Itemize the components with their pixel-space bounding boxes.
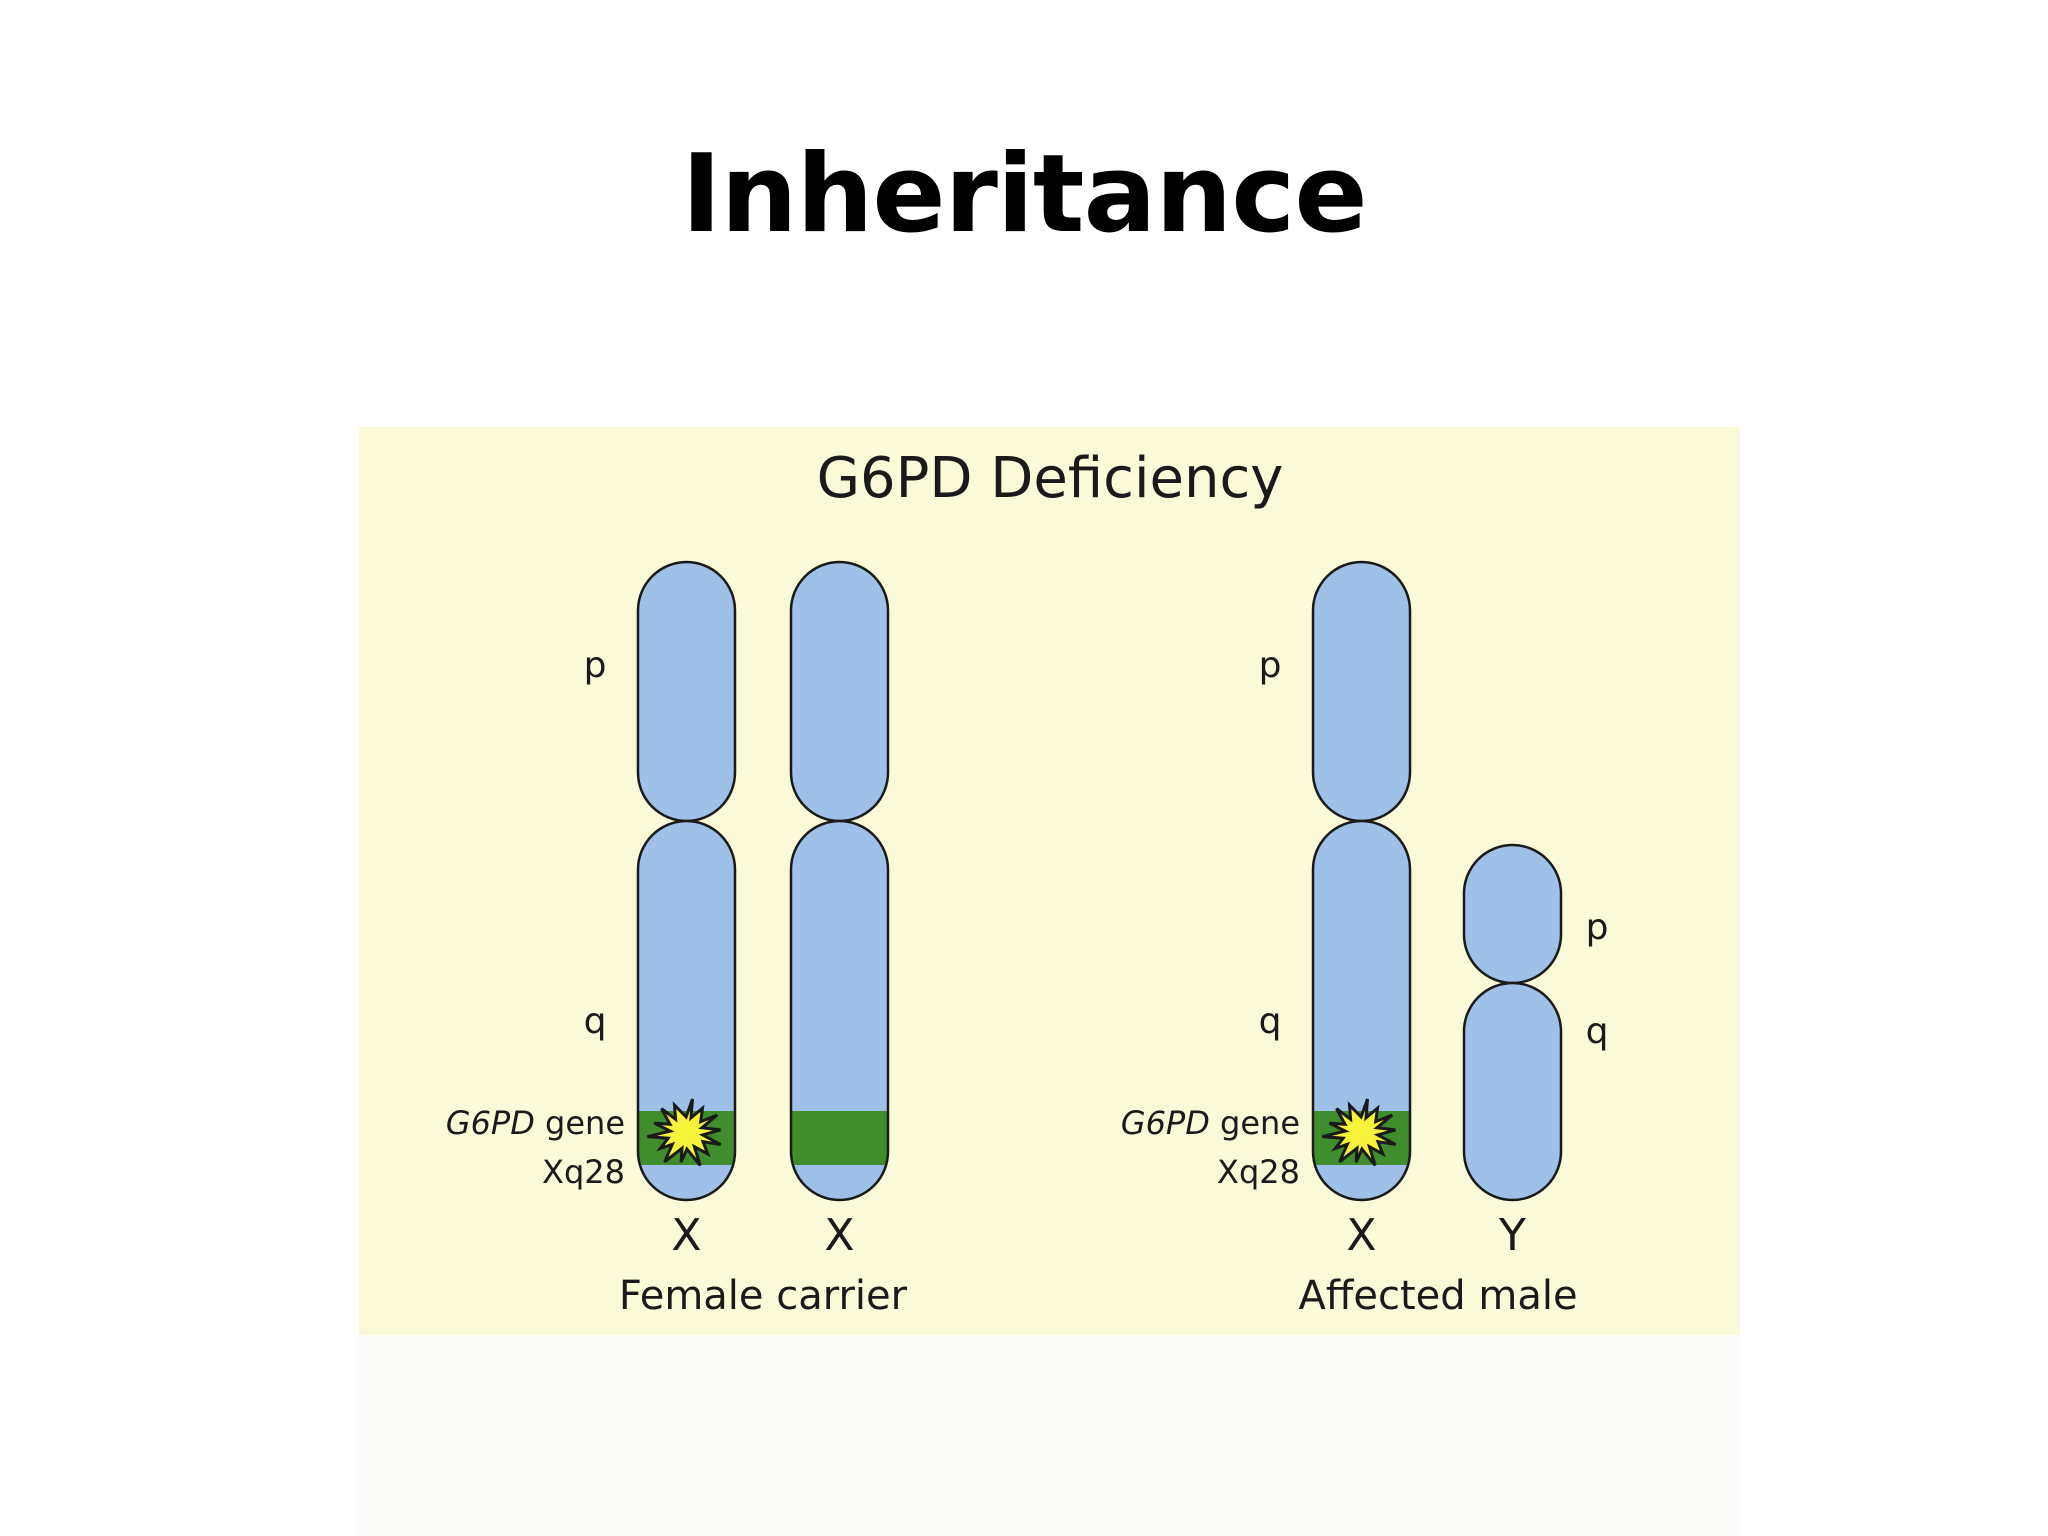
chromosome-letter: X (671, 1210, 701, 1261)
y-arm-label-p: p (1586, 907, 1609, 948)
diagram-title: G6PD Deficiency (817, 446, 1284, 511)
p-arm (1311, 560, 1412, 823)
q-arm (1313, 821, 1410, 1200)
x-chromosome-mutated (1311, 560, 1412, 1202)
arm-label-q: q (584, 1001, 607, 1042)
g6pd-gene-band (791, 1111, 888, 1165)
gene-label: G6PD gene (446, 1104, 625, 1142)
chromosome-letter: X (1346, 1210, 1376, 1261)
q-arm-outline (1311, 819, 1412, 1202)
group-caption: Affected male (1298, 1273, 1577, 1319)
gene-label: G6PD gene (1121, 1104, 1300, 1142)
q-arm-outline (636, 819, 737, 1202)
slide-title: Inheritance (681, 132, 1367, 257)
q-arm (791, 821, 888, 1200)
y-chromosome (1462, 843, 1563, 1202)
p-arm (1462, 843, 1563, 985)
p-arm (636, 560, 737, 823)
x-chromosome-normal (789, 560, 890, 1202)
locus-label: Xq28 (542, 1153, 625, 1191)
arm-label-p: p (584, 645, 607, 686)
arm-label-q: q (1259, 1001, 1282, 1042)
p-arm (789, 560, 890, 823)
mutation-starburst-icon (647, 1098, 722, 1167)
q-arm-outline (789, 819, 890, 1202)
group-caption: Female carrier (619, 1273, 908, 1319)
locus-label: Xq28 (1217, 1153, 1300, 1191)
chromosome-letter: X (824, 1210, 854, 1261)
q-arm-outline (1462, 981, 1563, 1202)
mutation-starburst-icon (1322, 1098, 1397, 1167)
chromosome-letter: Y (1498, 1210, 1526, 1261)
q-arm (638, 821, 735, 1200)
x-chromosome-mutated (636, 560, 737, 1202)
figure-bottom-margin (357, 1335, 1740, 1536)
arm-label-p: p (1259, 645, 1282, 686)
y-arm-label-q: q (1586, 1011, 1609, 1052)
q-arm (1464, 983, 1561, 1200)
